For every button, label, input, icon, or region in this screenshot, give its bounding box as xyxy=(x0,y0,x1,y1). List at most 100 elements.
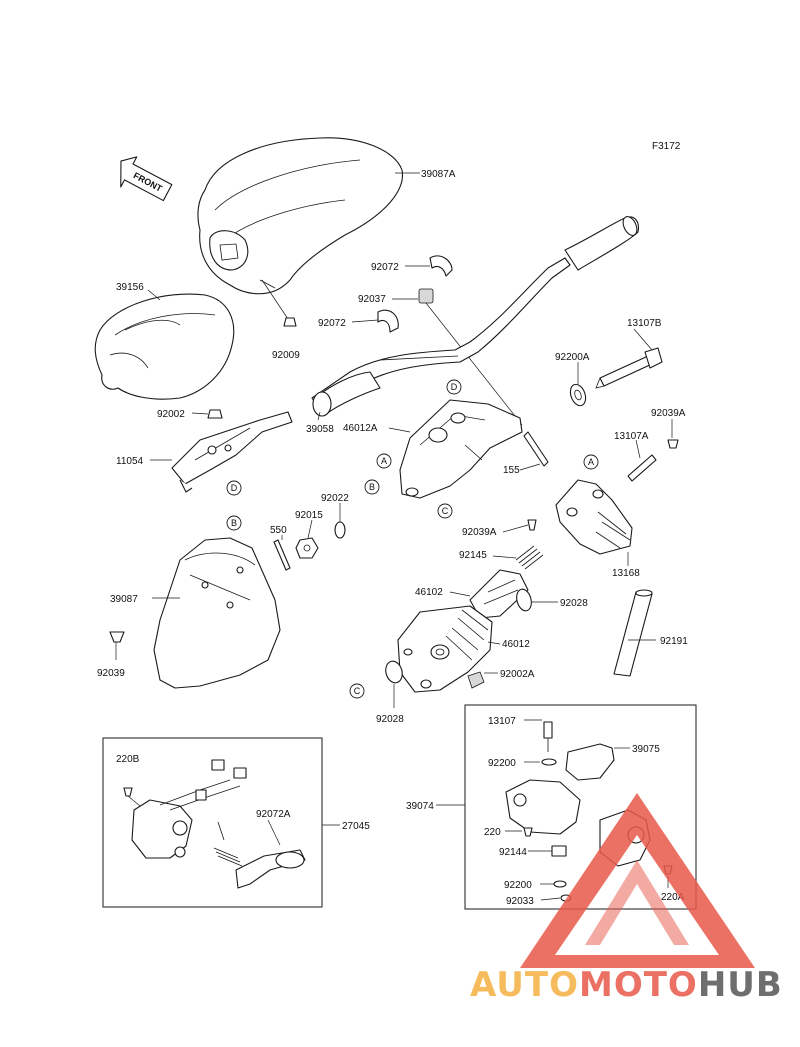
leader-lines xyxy=(115,172,673,901)
ref-mark-a-right: A xyxy=(583,454,599,470)
clamp-92072-mid xyxy=(377,309,399,333)
ref-mark-d-bracket: D xyxy=(226,480,242,496)
label-92191: 92191 xyxy=(660,636,688,647)
ref-mark-d-top: D xyxy=(446,379,462,395)
handlebar-tube xyxy=(311,216,639,417)
front-arrow-icon: FRONT xyxy=(120,156,173,202)
svg-text:B: B xyxy=(369,482,375,492)
label-27045: 27045 xyxy=(342,821,370,832)
ref-mark-a-left: A xyxy=(376,453,392,469)
bracket-13168 xyxy=(555,479,633,555)
label-92072-top: 92072 xyxy=(371,262,399,273)
label-46012: 46012 xyxy=(502,639,530,650)
label-92033: 92033 xyxy=(506,896,534,907)
washer-92200A xyxy=(569,383,587,407)
svg-text:B: B xyxy=(231,518,237,528)
label-92037: 92037 xyxy=(358,294,386,305)
pin-13107A xyxy=(627,454,657,482)
svg-text:C: C xyxy=(442,506,449,516)
part-92037 xyxy=(418,288,523,426)
handlebar-cover-39087A xyxy=(197,137,404,295)
label-13107A: 13107A xyxy=(614,431,649,442)
switch-assembly-27045 xyxy=(131,759,247,859)
label-92028-right: 92028 xyxy=(560,598,588,609)
screw-92009 xyxy=(261,279,297,327)
label-13168: 13168 xyxy=(612,568,640,579)
label-92015: 92015 xyxy=(295,510,323,521)
bolt-13107B xyxy=(595,347,663,389)
ref-mark-b-cover: B xyxy=(226,515,242,531)
label-92072-mid: 92072 xyxy=(318,318,346,329)
label-220B: 220B xyxy=(116,754,140,765)
label-92039: 92039 xyxy=(97,668,125,679)
part-92144 xyxy=(551,845,567,857)
label-92009: 92009 xyxy=(272,350,300,361)
figure-code: F3172 xyxy=(652,141,681,152)
screw-92039 xyxy=(109,631,125,643)
ref-mark-c-bottom: C xyxy=(349,683,365,699)
spring-92145 xyxy=(515,545,544,570)
tube-92191 xyxy=(613,589,653,677)
bolt-13107 xyxy=(543,721,553,752)
label-92072A: 92072A xyxy=(256,809,291,820)
bracket-46012A xyxy=(399,399,523,499)
watermark-triangle-icon xyxy=(520,793,755,968)
label-92002A: 92002A xyxy=(500,669,535,680)
label-13107B: 13107B xyxy=(627,318,662,329)
bolt-92002 xyxy=(207,409,223,419)
label-92039A-top: 92039A xyxy=(651,408,686,419)
label-46012A: 46012A xyxy=(343,423,378,434)
label-39075: 39075 xyxy=(632,744,660,755)
cover-39075 xyxy=(565,743,615,781)
label-39156: 39156 xyxy=(116,282,144,293)
nut-92015 xyxy=(295,537,319,559)
label-220A: 220A xyxy=(661,892,685,903)
part-labels: 39087A 39156 92009 92072 92037 92072 131… xyxy=(97,169,688,907)
watermark-text: AUTOMOTOHUB xyxy=(470,965,783,1005)
label-92022: 92022 xyxy=(321,493,349,504)
cover-39087 xyxy=(153,537,281,689)
pad-39156 xyxy=(94,293,235,400)
label-155: 155 xyxy=(503,465,520,476)
label-550: 550 xyxy=(270,525,287,536)
svg-text:D: D xyxy=(451,382,458,392)
label-92039A-mid: 92039A xyxy=(462,527,497,538)
label-46102: 46102 xyxy=(415,587,443,598)
label-39058: 39058 xyxy=(306,424,334,435)
screw-92039A-mid xyxy=(527,519,537,531)
bolt-92002A xyxy=(467,671,485,689)
bracket-46012 xyxy=(397,605,493,693)
label-11054: 11054 xyxy=(116,456,144,467)
kit-box-27045 xyxy=(102,737,323,908)
ref-mark-c-mid: C xyxy=(437,503,453,519)
label-92200A: 92200A xyxy=(555,352,590,363)
svg-text:D: D xyxy=(231,483,238,493)
svg-text:C: C xyxy=(354,686,361,696)
ref-mark-b-left: B xyxy=(364,479,380,495)
washer-92028-bottom xyxy=(385,660,403,684)
label-220: 220 xyxy=(484,827,501,838)
label-39074: 39074 xyxy=(406,801,434,812)
label-92145: 92145 xyxy=(459,550,487,561)
label-39087A: 39087A xyxy=(421,169,456,180)
label-92200-bottom: 92200 xyxy=(504,880,532,891)
label-39087: 39087 xyxy=(110,594,138,605)
clamp-92072-top xyxy=(429,255,453,277)
washer-92200-top xyxy=(541,758,557,766)
screw-550 xyxy=(273,539,291,571)
svg-text:A: A xyxy=(381,456,387,466)
watermark-logo: AUTOMOTOHUB xyxy=(470,793,783,1005)
pin-155 xyxy=(523,431,549,467)
label-92028-bottom: 92028 xyxy=(376,714,404,725)
label-92144: 92144 xyxy=(499,847,527,858)
bracket-11054 xyxy=(171,411,293,493)
washer-92028-right xyxy=(516,588,532,612)
clamp-92072A xyxy=(213,821,306,889)
screw-220B xyxy=(123,787,141,807)
label-13107: 13107 xyxy=(488,716,516,727)
washer-92022 xyxy=(334,521,346,539)
label-92002: 92002 xyxy=(157,409,185,420)
washer-92200-bottom xyxy=(553,880,567,888)
screw-92039A-top xyxy=(667,439,679,449)
